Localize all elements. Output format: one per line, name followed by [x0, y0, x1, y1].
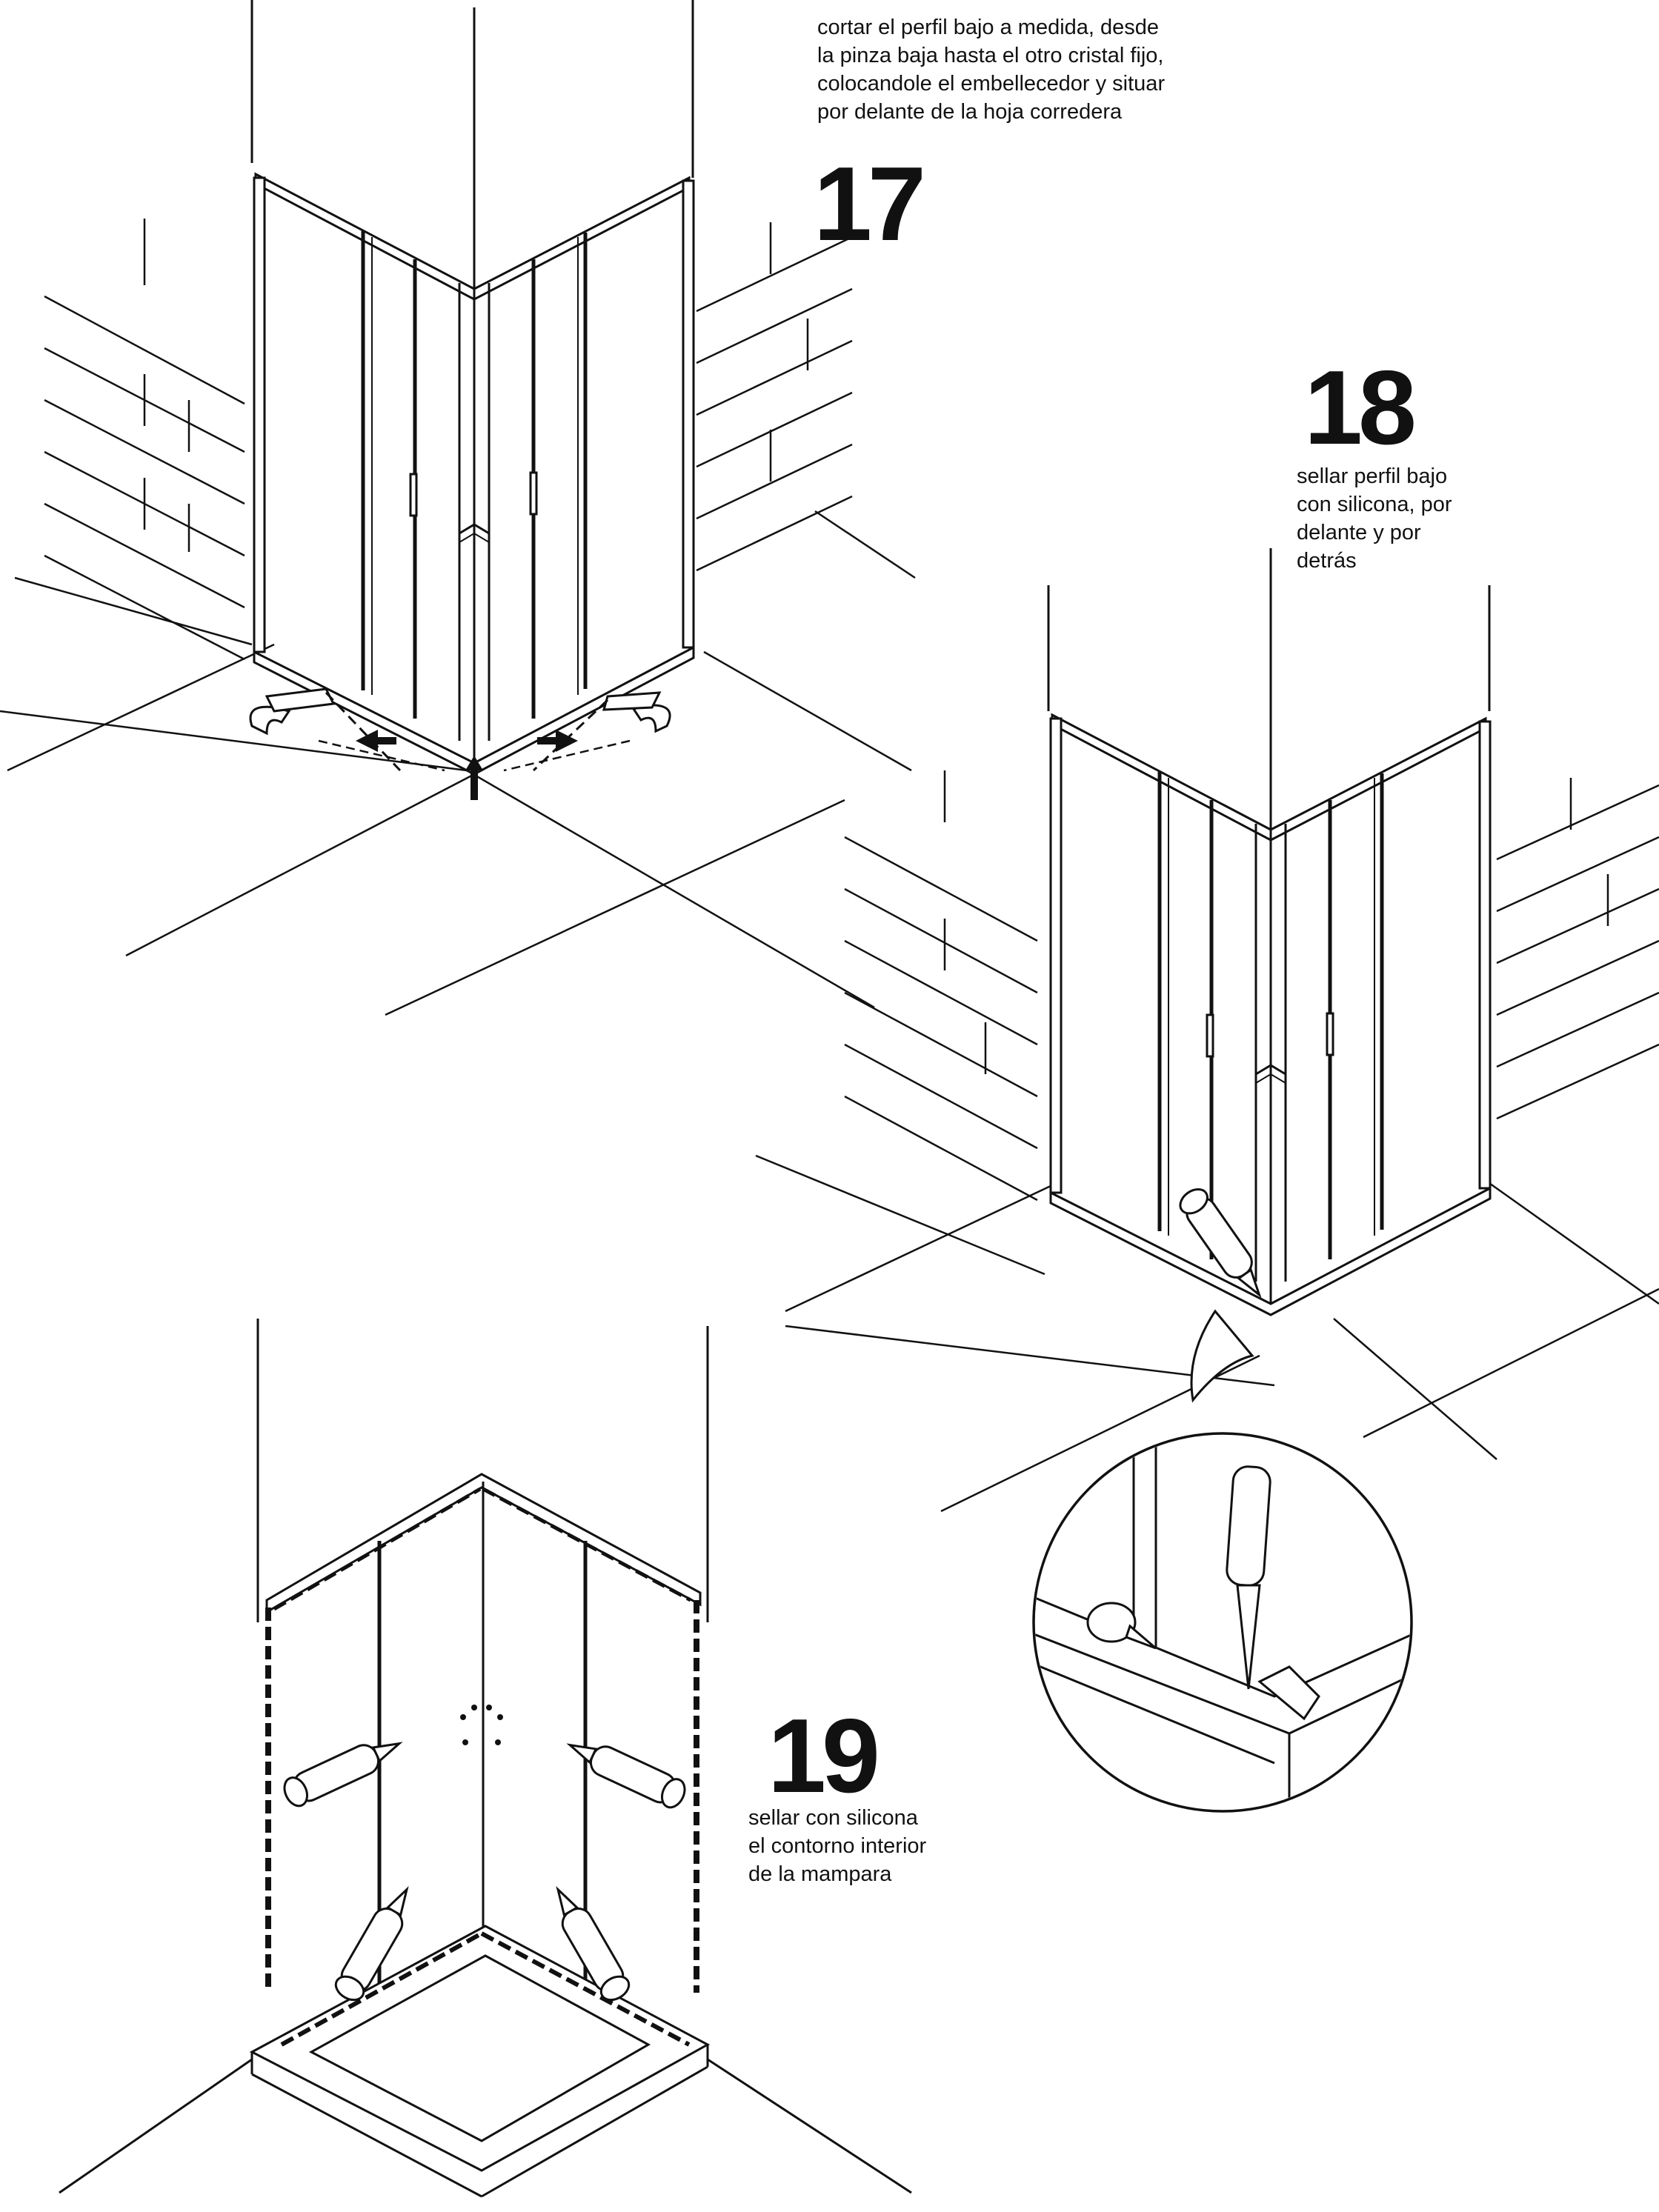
- step-19-caption: sellar con silicona el contorno interior…: [748, 1804, 926, 1888]
- floor-tiles: [0, 511, 915, 1015]
- step-17-caption: cortar el perfil bajo a medida, desde la…: [817, 13, 1165, 126]
- step-19-number: 19: [768, 1697, 880, 1815]
- caption-line: sellar perfil bajo: [1297, 464, 1448, 488]
- step-17-number: 17: [814, 145, 926, 263]
- caption-line: el contorno interior: [748, 1834, 927, 1858]
- detail-magnifier-icon: [1023, 1408, 1445, 1815]
- step-18-number: 18: [1304, 349, 1417, 467]
- caption-line: cortar el perfil bajo a medida, desde: [817, 16, 1160, 39]
- silicone-cartridge-icon: [562, 1730, 691, 1813]
- caption-line: colocandole el embellecedor y situar: [817, 72, 1166, 96]
- step-18-caption: sellar perfil bajo con silicona, por del…: [1297, 462, 1452, 575]
- step-18-illustration: [756, 548, 1659, 1815]
- caption-line: la pinza baja hasta el otro cristal fijo…: [817, 44, 1164, 67]
- caption-line: delante y por: [1297, 521, 1421, 544]
- caption-line: sellar con silicona: [748, 1806, 918, 1830]
- brick-wall-right: [696, 222, 852, 570]
- caption-line: de la mampara: [748, 1862, 892, 1886]
- caption-line: por delante de la hoja corredera: [817, 100, 1123, 124]
- step-19-illustration: [59, 1319, 911, 2196]
- step-17-illustration: [0, 0, 915, 1015]
- silicone-cartridge-icon: [279, 1729, 407, 1811]
- caption-line: con silicona, por: [1297, 493, 1452, 516]
- caption-line: detrás: [1297, 549, 1357, 573]
- push-arrow-icon: [356, 730, 578, 800]
- brick-wall-right: [1497, 778, 1659, 1119]
- floor-clip-icon: [250, 689, 670, 770]
- brick-wall-left: [44, 219, 245, 659]
- brick-wall-left: [845, 770, 1037, 1200]
